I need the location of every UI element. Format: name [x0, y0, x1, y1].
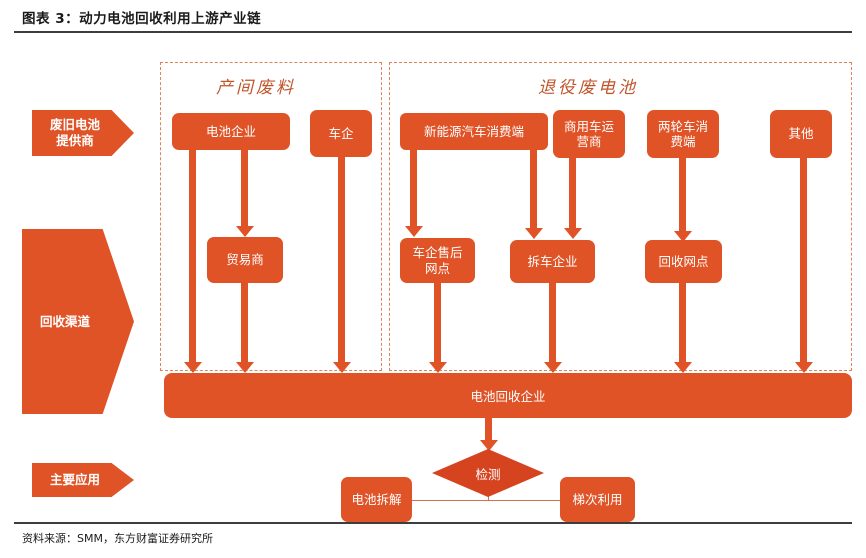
- node-battery-enterprise[interactable]: 电池企业: [172, 113, 290, 150]
- arrowhead-oem-to-aggregator: [332, 362, 351, 373]
- arrowhead-commercial-fleet-to-dismantler: [563, 228, 582, 239]
- page-title: 图表 3：动力电池回收利用上游产业链: [22, 11, 262, 27]
- stage-label-recycling-channel: 回收渠道: [22, 229, 134, 414]
- connector-oem-service-to-aggregator: [434, 282, 441, 365]
- node-battery-enterprise-label: 电池企业: [205, 123, 256, 139]
- connector-battery-enterprise-to-aggregator: [189, 150, 196, 365]
- node-others[interactable]: 其他: [770, 110, 832, 158]
- node-battery-dismantling[interactable]: 电池拆解: [341, 477, 412, 522]
- connector-collection-point-to-aggregator: [679, 282, 686, 365]
- footer-divider: [14, 522, 852, 524]
- connector-inspection-to-dismantling: [412, 500, 488, 502]
- node-trader[interactable]: 贸易商: [207, 237, 283, 283]
- node-battery-recycling-enterprise[interactable]: 电池回收企业: [164, 373, 852, 418]
- node-two-wheeler-consumer[interactable]: 两轮车消 费端: [647, 110, 719, 158]
- arrowhead-trader-to-aggregator: [235, 362, 254, 373]
- node-collection-point-label: 回收网点: [658, 253, 709, 269]
- connector-aggregator-to-inspection: [485, 418, 492, 444]
- node-two-wheeler-consumer-line1: 两轮车消: [657, 118, 708, 134]
- node-cascade-utilization-label: 梯次利用: [572, 491, 623, 507]
- source-note: 资料来源：SMM，东方财富证券研究所: [22, 532, 213, 545]
- node-inspection[interactable]: 检测: [432, 449, 544, 497]
- arrowhead-two-wheeler-to-collection-point: [673, 231, 692, 242]
- node-vehicle-dismantler[interactable]: 拆车企业: [510, 240, 595, 283]
- stage-supplier-line2: 提供商: [56, 133, 94, 148]
- node-commercial-vehicle-operator-line1: 商用车运: [563, 118, 614, 134]
- node-oem-service-network[interactable]: 车企售后 网点: [400, 238, 475, 283]
- node-collection-point[interactable]: 回收网点: [645, 240, 722, 283]
- node-vehicle-dismantler-label: 拆车企业: [527, 253, 578, 269]
- connector-nev-consumer-to-dismantler: [530, 150, 537, 230]
- node-cascade-utilization[interactable]: 梯次利用: [560, 477, 635, 522]
- node-oem[interactable]: 车企: [310, 110, 372, 157]
- node-commercial-vehicle-operator[interactable]: 商用车运 营商: [553, 110, 625, 158]
- arrowhead-battery-enterprise-to-aggregator: [183, 362, 202, 373]
- node-inspection-label: 检测: [475, 466, 501, 482]
- arrowhead-nev-consumer-to-oem-service: [404, 226, 423, 237]
- connector-commercial-fleet-to-dismantler: [569, 157, 576, 230]
- node-two-wheeler-consumer-line2: 费端: [670, 134, 696, 149]
- connector-dismantler-to-aggregator: [549, 282, 556, 365]
- connector-two-wheeler-to-collection-point: [679, 157, 686, 233]
- connector-others-to-aggregator: [800, 157, 807, 365]
- node-oem-service-network-line1: 车企售后: [412, 245, 463, 261]
- stage-recycling-channel-text: 回收渠道: [39, 313, 90, 329]
- connector-inspection-to-cascade-use: [488, 500, 560, 502]
- node-others-label: 其他: [788, 126, 814, 142]
- node-trader-label: 贸易商: [226, 252, 264, 268]
- connector-trader-to-aggregator: [241, 282, 248, 365]
- title-divider: [14, 31, 852, 33]
- arrowhead-oem-service-to-aggregator: [428, 362, 447, 373]
- stage-supplier-line1: 废旧电池: [49, 117, 100, 133]
- node-oem-service-network-line2: 网点: [424, 260, 450, 276]
- connector-battery-enterprise-to-trader: [241, 150, 248, 228]
- arrowhead-collection-point-to-aggregator: [673, 362, 692, 373]
- arrowhead-dismantler-to-aggregator: [543, 362, 562, 373]
- node-nev-consumer[interactable]: 新能源汽车消费端: [400, 113, 548, 150]
- arrowhead-others-to-aggregator: [794, 362, 813, 373]
- connector-nev-consumer-to-oem-service: [410, 150, 417, 228]
- node-oem-label: 车企: [328, 125, 354, 141]
- stage-label-supplier: 废旧电池 提供商: [32, 110, 134, 156]
- node-battery-dismantling-label: 电池拆解: [351, 491, 402, 507]
- node-battery-recycling-enterprise-label: 电池回收企业: [470, 389, 546, 404]
- node-commercial-vehicle-operator-line2: 营商: [576, 134, 602, 149]
- arrowhead-nev-consumer-to-dismantler: [524, 228, 543, 239]
- group-title-production-scrap: 产间废料: [216, 78, 296, 98]
- connector-oem-to-aggregator: [338, 155, 345, 365]
- group-title-retired-batteries: 退役废电池: [538, 78, 638, 98]
- group-box-production-scrap: [160, 62, 382, 371]
- stage-label-main-application: 主要应用: [32, 463, 134, 497]
- stage-main-application-text: 主要应用: [49, 472, 100, 488]
- arrowhead-aggregator-to-inspection: [479, 440, 498, 451]
- node-nev-consumer-label: 新能源汽车消费端: [423, 123, 524, 139]
- arrowhead-battery-enterprise-to-trader: [235, 226, 254, 237]
- group-box-retired-batteries: [389, 62, 852, 371]
